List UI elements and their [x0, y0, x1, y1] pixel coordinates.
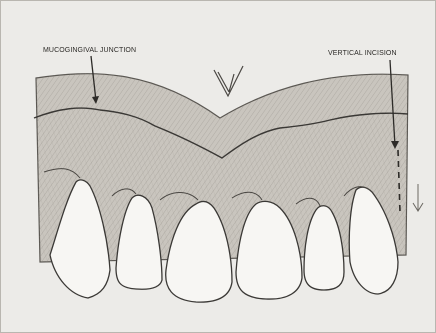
direction-arrow-icon [413, 184, 423, 211]
mucogingival-junction-label: MUCOGINGIVAL JUNCTION [43, 47, 136, 54]
vertical-incision-label: VERTICAL INCISION [328, 50, 397, 57]
v-notch-mark [214, 66, 243, 96]
